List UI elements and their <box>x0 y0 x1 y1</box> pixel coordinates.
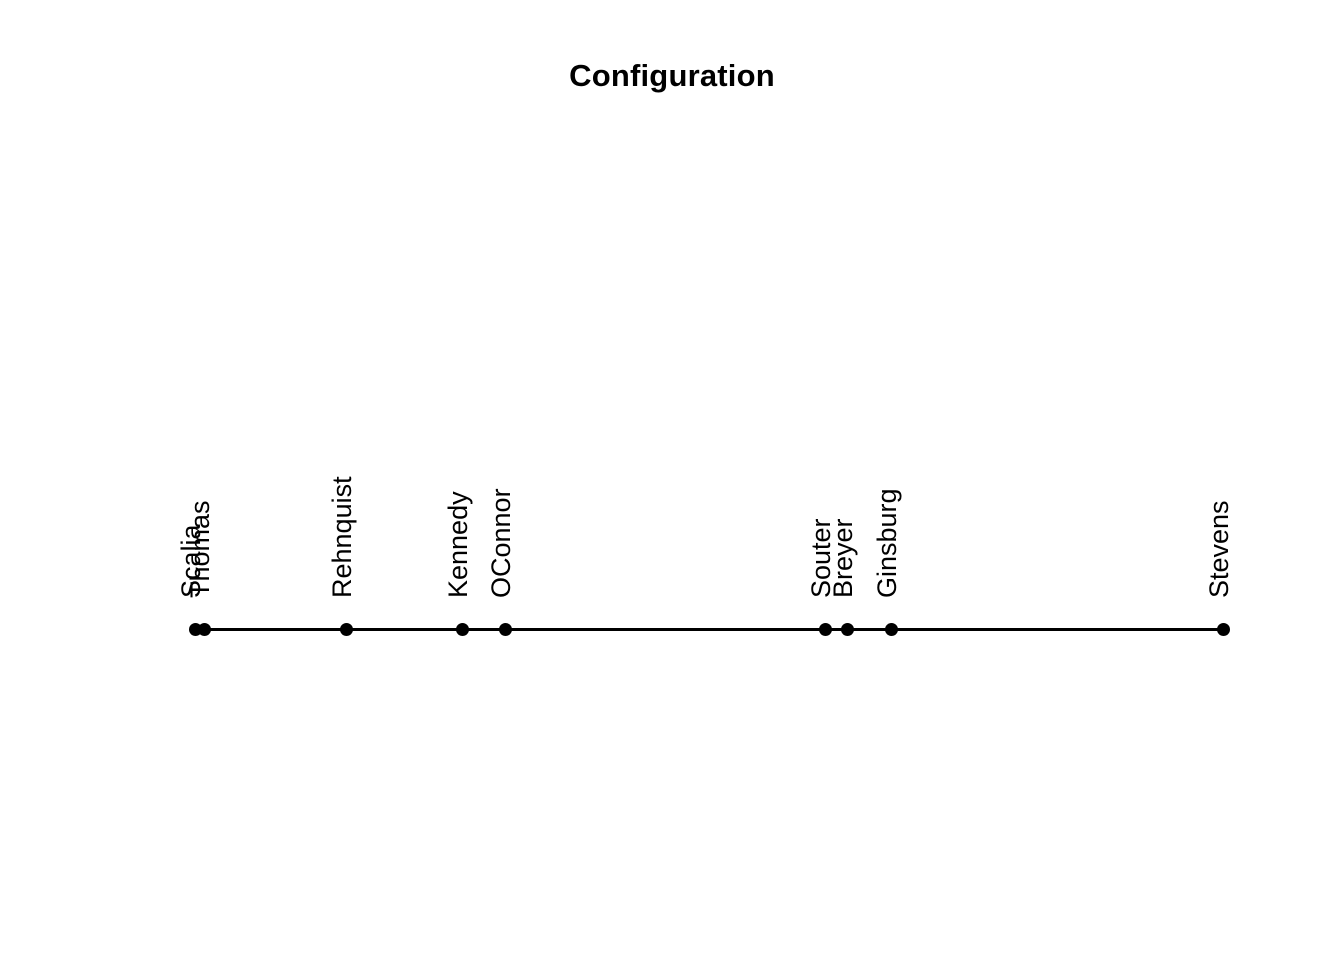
data-point <box>455 622 469 636</box>
point-label: Scalia <box>176 524 206 598</box>
point-label: OConnor <box>486 488 516 598</box>
data-point <box>498 622 512 636</box>
data-point <box>884 622 898 636</box>
axis-line <box>194 627 1224 631</box>
data-point <box>1216 622 1230 636</box>
data-point <box>339 622 353 636</box>
data-point <box>840 622 854 636</box>
data-point <box>197 622 211 636</box>
point-label: Thomas <box>185 500 215 598</box>
point-label: Ginsburg <box>872 488 902 598</box>
point-label: Breyer <box>828 518 858 598</box>
point-label: Kennedy <box>443 491 473 598</box>
data-point <box>818 622 832 636</box>
page-title: Configuration <box>569 58 775 93</box>
point-label: Rehnquist <box>327 476 357 598</box>
point-label: Stevens <box>1204 500 1234 598</box>
point-label: Souter <box>806 518 836 598</box>
